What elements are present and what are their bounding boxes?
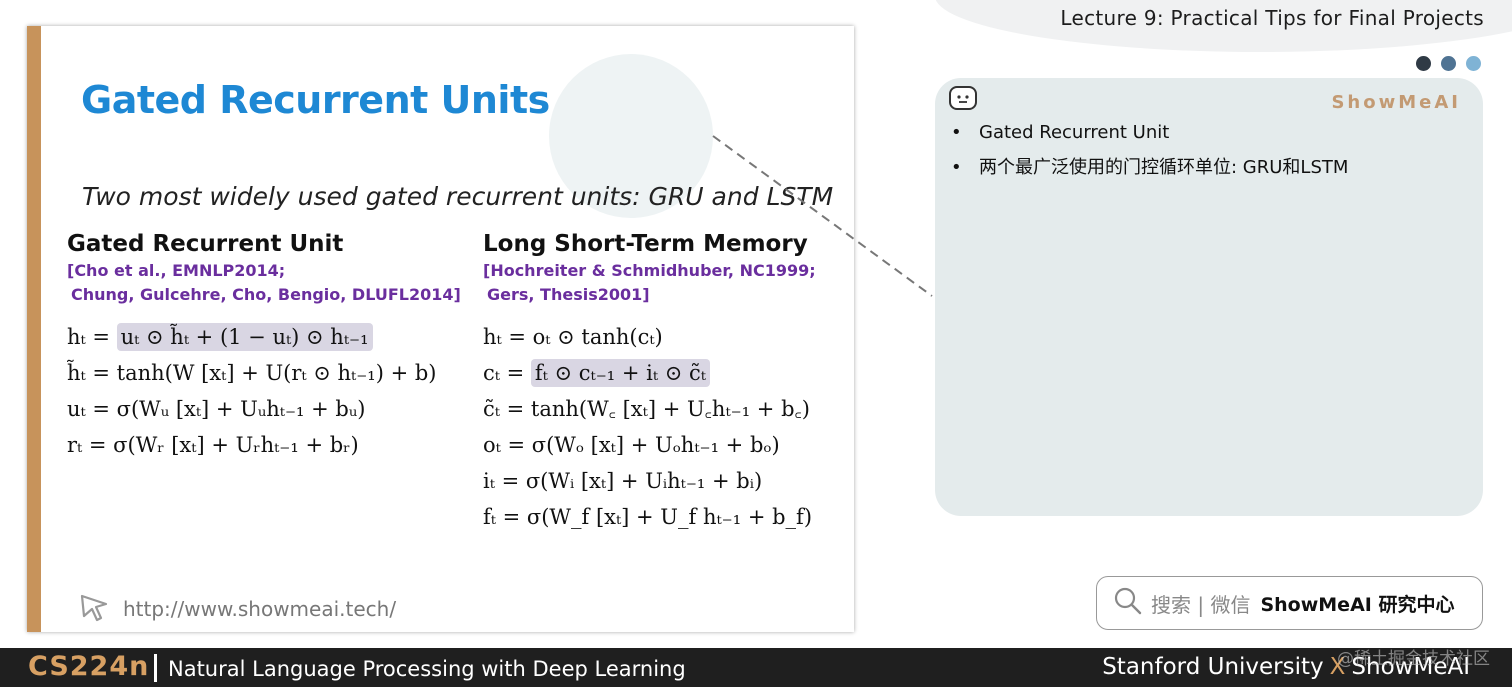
panel-brand: ShowMeAI [1331, 92, 1461, 113]
lstm-title: Long Short-Term Memory [483, 231, 808, 257]
lstm-equation-highlighted: cₜ = fₜ ⊙ cₜ₋₁ + iₜ ⊙ c̃ₜ [483, 355, 816, 391]
dot-medium [1441, 56, 1456, 71]
slide-accent-bar [27, 26, 41, 632]
notes-item: •两个最广泛使用的门控循环单位: GRU和LSTM [951, 157, 1349, 178]
lstm-ref-line: [Hochreiter & Schmidhuber, NC1999; [483, 261, 816, 280]
notes-list: •Gated Recurrent Unit •两个最广泛使用的门控循环单位: G… [951, 120, 1348, 190]
lstm-ref-line: Gers, Thesis2001] [487, 285, 650, 304]
university-name: Stanford University [1102, 654, 1324, 680]
lstm-equations: hₜ = oₜ ⊙ tanh(cₜ) cₜ = fₜ ⊙ cₜ₋₁ + iₜ ⊙… [483, 319, 816, 535]
bottom-bar: CS224n Natural Language Processing with … [0, 648, 1512, 687]
equation-highlight: uₜ ⊙ h̃ₜ + (1 − uₜ) ⊙ hₜ₋₁ [116, 323, 373, 351]
course-separator [154, 654, 157, 682]
gru-title: Gated Recurrent Unit [67, 231, 344, 257]
gru-equations: hₜ = uₜ ⊙ h̃ₜ + (1 − uₜ) ⊙ hₜ₋₁ h̃ₜ = ta… [67, 319, 461, 463]
gru-equation: rₜ = σ(Wᵣ [xₜ] + Uᵣhₜ₋₁ + bᵣ) [67, 433, 359, 457]
lstm-equation: hₜ = oₜ ⊙ tanh(cₜ) [483, 325, 663, 349]
robot-icon [949, 86, 977, 110]
search-hint: 搜索 | 微信 [1151, 592, 1251, 617]
gru-ref-line: [Cho et al., EMNLP2014; [67, 261, 286, 280]
search-brand: ShowMeAI 研究中心 [1260, 593, 1455, 616]
course-code: CS224n [28, 651, 150, 682]
slide-footer: http://www.showmeai.tech/ [79, 592, 396, 626]
gru-equation: uₜ = σ(Wᵤ [xₜ] + Uᵤhₜ₋₁ + bᵤ) [67, 397, 366, 421]
equation-highlight: fₜ ⊙ cₜ₋₁ + iₜ ⊙ c̃ₜ [530, 359, 710, 387]
search-box[interactable]: 搜索 | 微信 ShowMeAI 研究中心 [1096, 576, 1483, 630]
lstm-references: [Hochreiter & Schmidhuber, NC1999; Gers,… [483, 259, 816, 307]
lstm-equation: oₜ = σ(Wₒ [xₜ] + Uₒhₜ₋₁ + bₒ) [483, 433, 780, 457]
lstm-column: Long Short-Term Memory [Hochreiter & Sch… [483, 231, 816, 535]
notes-panel: ShowMeAI •Gated Recurrent Unit •两个最广泛使用的… [935, 78, 1483, 516]
notes-item: •Gated Recurrent Unit [951, 122, 1170, 143]
lstm-equation: iₜ = σ(Wᵢ [xₜ] + Uᵢhₜ₋₁ + bᵢ) [483, 469, 763, 493]
window-dots [1416, 56, 1481, 71]
course-name: Natural Language Processing with Deep Le… [168, 657, 686, 681]
footer-url[interactable]: http://www.showmeai.tech/ [123, 597, 397, 621]
cursor-pointer-icon [79, 592, 111, 626]
gru-references: [Cho et al., EMNLP2014; Chung, Gulcehre,… [67, 259, 461, 307]
search-icon [1113, 586, 1143, 620]
watermark: @稀土掘金技术社区 [1337, 649, 1490, 669]
slide-title: Gated Recurrent Units [81, 78, 550, 122]
dot-light [1466, 56, 1481, 71]
lstm-equation: c̃ₜ = tanh(W꜀ [xₜ] + U꜀hₜ₋₁ + b꜀) [483, 397, 810, 421]
credits-brand: ShowMeAI [1351, 654, 1470, 680]
lstm-equation: fₜ = σ(W_f [xₜ] + U_f hₜ₋₁ + b_f) [483, 505, 813, 529]
gru-ref-line: Chung, Gulcehre, Cho, Bengio, DLUFL2014] [71, 285, 461, 304]
lecture-title: Lecture 9: Practical Tips for Final Proj… [1060, 6, 1484, 30]
slide-magnifier-circle [549, 54, 713, 218]
slide-subtitle: Two most widely used gated recurrent uni… [82, 182, 834, 211]
gru-column: Gated Recurrent Unit [Cho et al., EMNLP2… [67, 231, 461, 463]
slide-card: Gated Recurrent Units Two most widely us… [27, 26, 854, 632]
gru-equation-highlighted: hₜ = uₜ ⊙ h̃ₜ + (1 − uₜ) ⊙ hₜ₋₁ [67, 319, 461, 355]
credits-x: X [1329, 654, 1346, 680]
gru-equation: h̃ₜ = tanh(W [xₜ] + U(rₜ ⊙ hₜ₋₁) + b) [67, 361, 437, 385]
dot-dark [1416, 56, 1431, 71]
